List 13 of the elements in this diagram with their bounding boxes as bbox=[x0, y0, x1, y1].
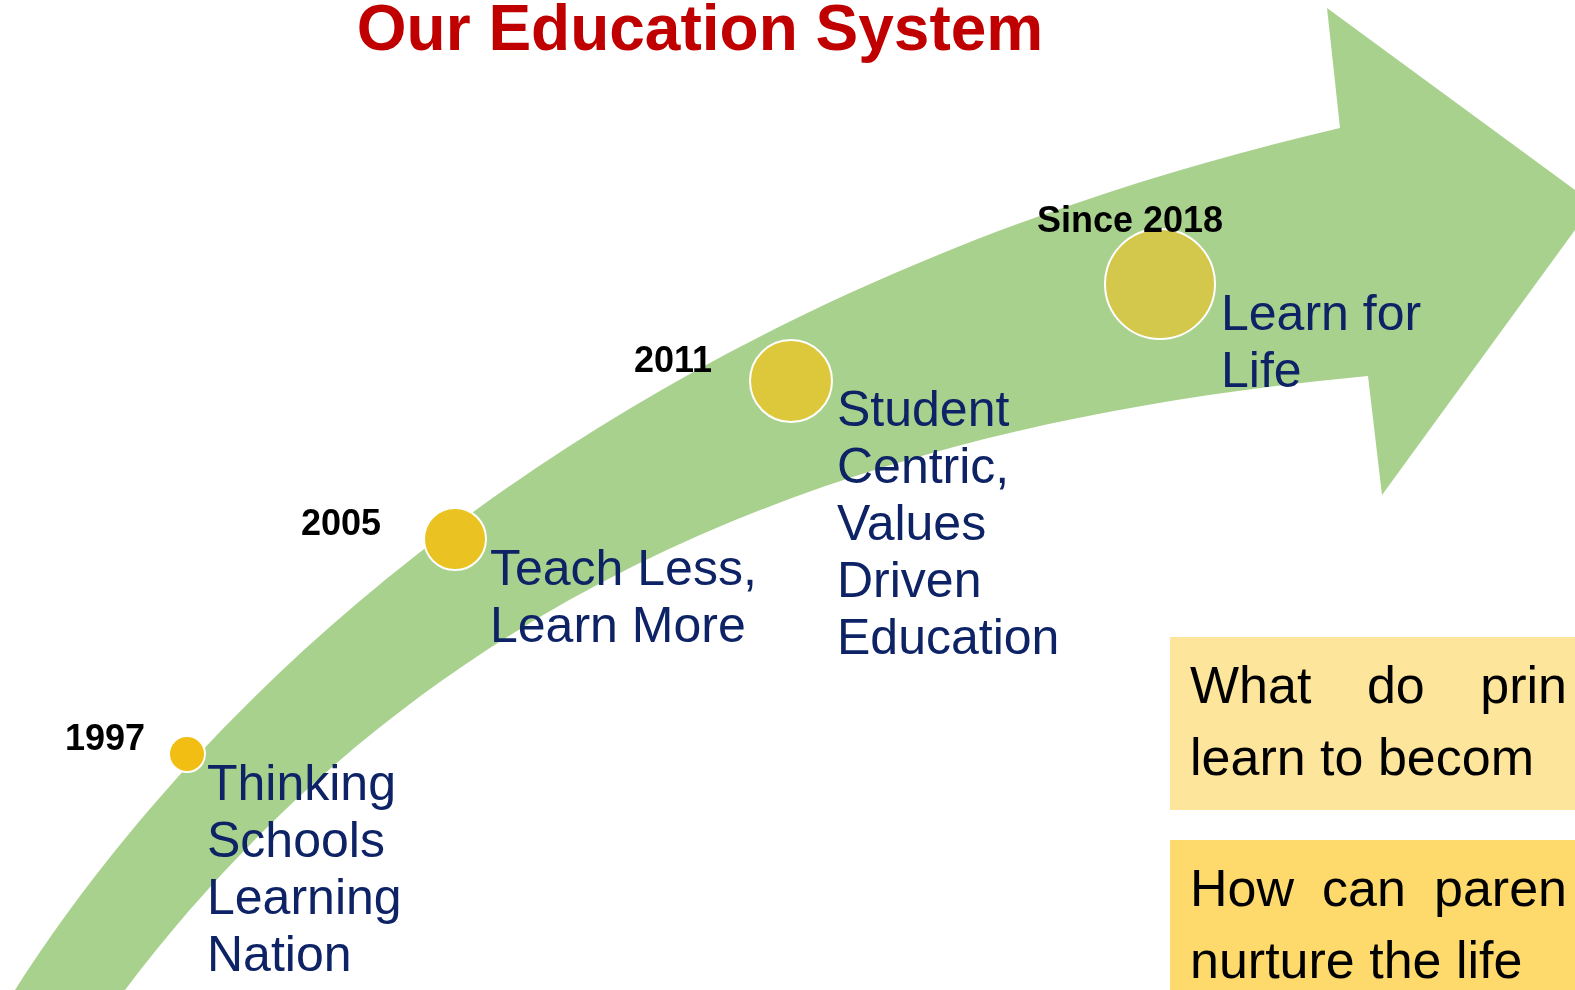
milestone-label: Teach Less, Learn More bbox=[490, 540, 758, 654]
question-box: What do prin learn to becom bbox=[1170, 637, 1575, 810]
title: Our Education System bbox=[355, 0, 1045, 64]
milestone-circle bbox=[423, 507, 487, 571]
milestone-circle bbox=[749, 339, 833, 423]
year-label: 2005 bbox=[301, 503, 382, 543]
question-box: How can paren nurture the life bbox=[1170, 840, 1575, 990]
year-label: Since 2018 bbox=[1037, 200, 1224, 240]
milestone-circle bbox=[168, 735, 206, 773]
year-label: 2011 bbox=[634, 340, 713, 380]
milestone-label: Learn for Life bbox=[1221, 285, 1423, 399]
milestone-label: Student Centric, Values Driven Education bbox=[837, 381, 1061, 666]
year-label: 1997 bbox=[65, 718, 146, 758]
